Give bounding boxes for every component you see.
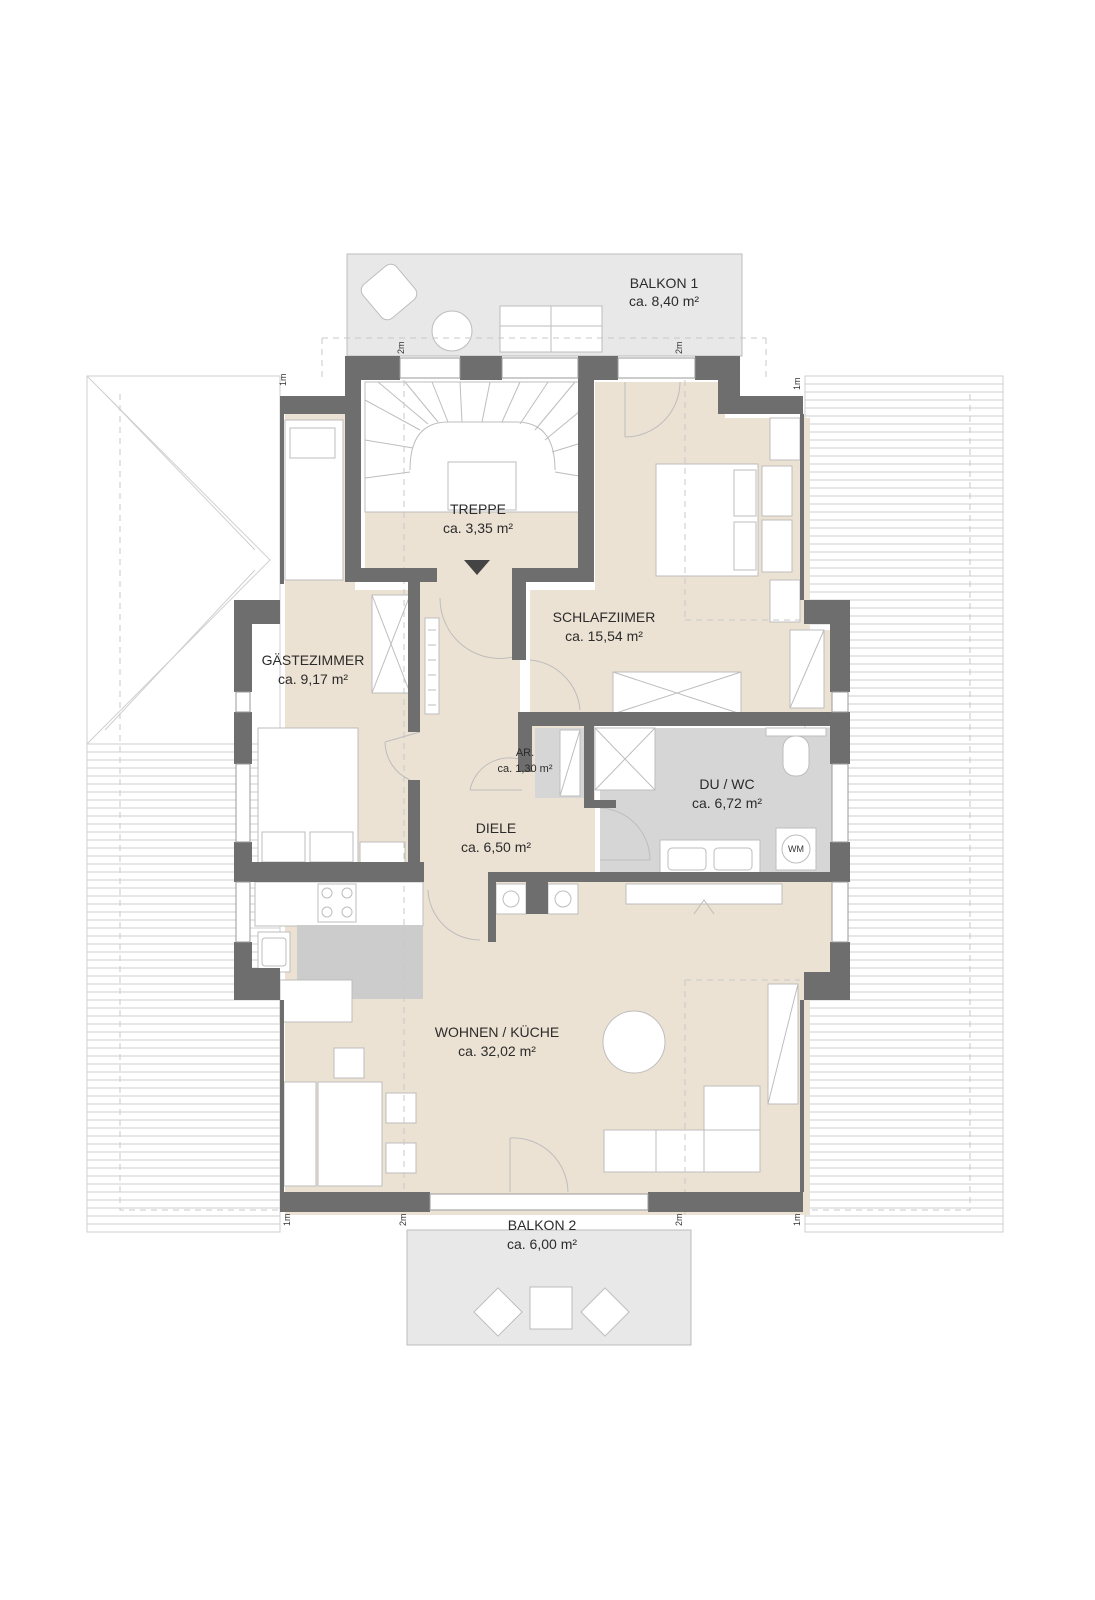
dim-1m-bottom-right: 1m bbox=[792, 1213, 802, 1226]
table-icon bbox=[529, 1286, 573, 1330]
schlafzimmer-area: ca. 15,54 m² bbox=[565, 628, 643, 644]
dim-2m-bottom-left: 2m bbox=[398, 1213, 408, 1226]
round-table-icon bbox=[602, 1010, 666, 1074]
walls bbox=[234, 356, 850, 1212]
dim-1m-bottom-left: 1m bbox=[282, 1213, 292, 1226]
dim-2m-top-left: 2m bbox=[396, 341, 406, 354]
diele-name: DIELE bbox=[476, 820, 516, 836]
gaestezimmer-name: GÄSTEZIMMER bbox=[262, 652, 365, 668]
roof-left bbox=[86, 375, 281, 1233]
balkon2-name: BALKON 2 bbox=[508, 1217, 577, 1233]
side-table-icon bbox=[431, 310, 473, 352]
dining-table-icon bbox=[317, 1081, 383, 1187]
chair-icon bbox=[580, 1287, 630, 1337]
balcony-2 bbox=[406, 1229, 692, 1346]
balkon1-area: ca. 8,40 m² bbox=[629, 293, 699, 309]
treppe-name: TREPPE bbox=[450, 501, 506, 517]
wohnen-name: WOHNEN / KÜCHE bbox=[435, 1023, 559, 1040]
oven-icon bbox=[495, 883, 527, 915]
balkon1-name: BALKON 1 bbox=[630, 275, 699, 291]
dim-2m-bottom-right: 2m bbox=[674, 1213, 684, 1226]
diele-area: ca. 6,50 m² bbox=[461, 839, 531, 855]
tv-board-icon bbox=[625, 883, 783, 905]
washing-machine-label: WM bbox=[788, 844, 804, 854]
fridge-icon bbox=[547, 883, 579, 915]
stair-arrow-icon bbox=[464, 560, 490, 575]
armchair-icon bbox=[360, 263, 418, 321]
dim-1m-top-right: 1m bbox=[792, 377, 802, 390]
duwc-name: DU / WC bbox=[699, 776, 754, 792]
nightstand-icon bbox=[769, 579, 801, 623]
wohnen-area: ca. 32,02 m² bbox=[458, 1043, 536, 1059]
dimension-marks: 1m 2m 2m 1m 1m 2m 2m 1m bbox=[278, 341, 802, 1226]
abstellraum-area: ca. 1,30 m² bbox=[497, 763, 552, 775]
gaestezimmer-area: ca. 9,17 m² bbox=[278, 671, 348, 687]
chair-icon bbox=[385, 1142, 417, 1174]
chair-icon bbox=[333, 1047, 365, 1079]
guest-room-furniture bbox=[257, 419, 411, 873]
toilet-icon bbox=[782, 735, 810, 777]
schlafzimmer-name: SCHLAFZIIMER bbox=[553, 609, 656, 625]
balcony-1 bbox=[346, 253, 743, 357]
nightstand-icon bbox=[769, 417, 801, 461]
abstellraum-name: AR. bbox=[516, 747, 534, 759]
duwc-area: ca. 6,72 m² bbox=[692, 795, 762, 811]
chair-icon bbox=[385, 1092, 417, 1124]
dim-2m-top-right: 2m bbox=[674, 341, 684, 354]
reference-lines bbox=[321, 337, 800, 1215]
bedroom-furniture bbox=[612, 417, 825, 715]
treppe-area: ca. 3,35 m² bbox=[443, 520, 513, 536]
washbasin-icon bbox=[659, 839, 761, 875]
balkon2-area: ca. 6,00 m² bbox=[507, 1236, 577, 1252]
radiator-icon bbox=[424, 617, 440, 715]
chair-icon bbox=[473, 1287, 523, 1337]
dim-1m-top-left: 1m bbox=[278, 373, 288, 386]
bathroom-fixtures: WM bbox=[424, 617, 827, 875]
doors bbox=[384, 381, 681, 1193]
living-furniture bbox=[254, 881, 799, 1187]
room-labels: BALKON 1 ca. 8,40 m² TREPPE ca. 3,35 m² … bbox=[262, 275, 763, 1252]
windows bbox=[235, 357, 849, 1211]
